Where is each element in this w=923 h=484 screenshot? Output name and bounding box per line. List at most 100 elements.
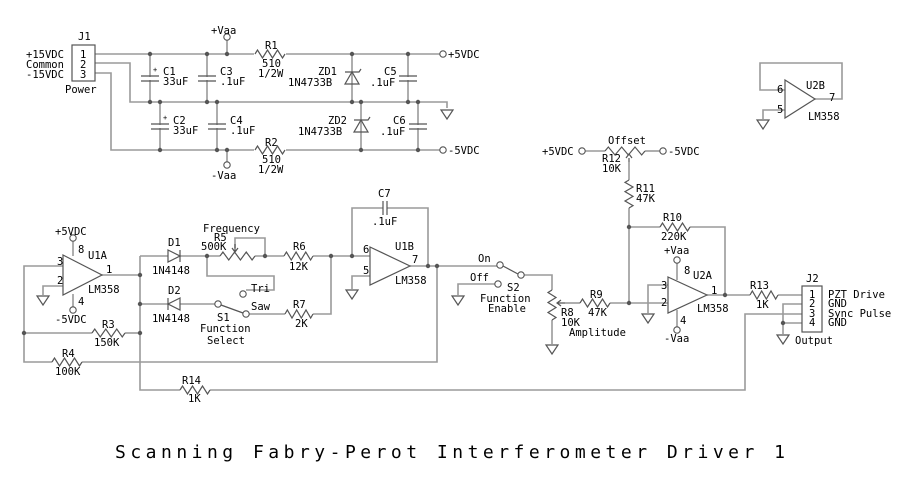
c2-ref: C2 — [173, 115, 186, 127]
resistor-r13 — [749, 289, 779, 301]
r12-right-label: -5VDC — [668, 146, 700, 158]
j2-name: Output — [795, 335, 833, 347]
wiper-arrow-icon — [625, 153, 633, 162]
j2-pin: 1 — [809, 289, 815, 301]
ground-icon — [775, 334, 791, 346]
ground-icon — [544, 344, 560, 356]
terminal — [69, 234, 77, 242]
opamp-u2a — [667, 276, 709, 314]
resistor-r2 — [254, 144, 286, 156]
zd2-part: 1N4733B — [298, 126, 342, 138]
terminal — [578, 147, 586, 155]
r5-name: Frequency — [203, 223, 260, 235]
resistor-r7 — [284, 308, 314, 320]
terminal — [242, 310, 250, 318]
j2-connector — [801, 285, 823, 333]
zd1-part: 1N4733B — [288, 77, 332, 89]
components: ++ — [21, 33, 823, 396]
j1-pin: 1 — [80, 49, 86, 61]
u1b-part: LM358 — [395, 275, 427, 287]
ground-icon — [450, 295, 466, 307]
r8-value: 10K — [561, 317, 581, 329]
junction-dot — [21, 330, 27, 336]
junction-dot — [204, 51, 210, 57]
capacitor-c2 — [151, 123, 169, 130]
r8-ref: R8 — [561, 307, 574, 319]
j1-connector — [71, 44, 96, 82]
switch-s2-blade — [502, 265, 519, 275]
cap-gap — [152, 125, 168, 128]
wire — [524, 274, 553, 290]
c2-value: 33uF — [173, 125, 198, 137]
r8-name: Amplitude — [569, 327, 626, 339]
d2-part: 1N4148 — [152, 313, 190, 325]
c3-ref: C3 — [220, 66, 233, 78]
terminal — [517, 271, 525, 279]
junction-dot — [405, 99, 411, 105]
r13-ref: R13 — [750, 280, 769, 292]
wire — [762, 109, 785, 119]
terminal — [214, 300, 222, 308]
r9-value: 47K — [588, 307, 608, 319]
terminal — [494, 280, 502, 288]
r2-ref: R2 — [265, 137, 278, 149]
r1-rating: 1/2W — [258, 68, 284, 80]
wire — [42, 285, 63, 295]
ground-icon — [755, 119, 771, 131]
j1-ref: J1 — [78, 31, 91, 43]
resistor-r11 — [623, 179, 635, 209]
junction-dot — [415, 99, 421, 105]
cap-gap — [400, 77, 416, 80]
r14-ref: R14 — [182, 375, 201, 387]
junction-dot — [722, 292, 728, 298]
capacitor-c7 — [382, 201, 388, 215]
r12-value: 10K — [602, 163, 622, 175]
u1b-pin: 7 — [412, 254, 418, 266]
u1a-vneg: -5VDC — [55, 314, 87, 326]
capacitor-c5 — [399, 75, 417, 82]
r7-value: 2K — [295, 318, 308, 330]
r12-name: Offset — [608, 135, 646, 147]
wire — [139, 256, 180, 391]
ground-icon — [439, 109, 455, 121]
r7-ref: R7 — [293, 299, 306, 311]
wire — [234, 237, 266, 256]
junction-dot — [224, 147, 230, 153]
junction-dot — [349, 51, 355, 57]
j1-pin: 3 — [80, 69, 86, 81]
u1a-ref: U1A — [88, 250, 108, 262]
c4-ref: C4 — [230, 115, 243, 127]
r4-ref: R4 — [62, 348, 75, 360]
junction-dot — [204, 253, 210, 259]
wire — [210, 313, 802, 391]
s2-off-label: Off — [470, 272, 489, 284]
u2a-pin: 3 — [661, 280, 667, 292]
r1-value: 510 — [262, 58, 281, 70]
u2a-vneg: -Vaa — [664, 333, 689, 345]
c5-ref: C5 — [384, 66, 397, 78]
capacitor-c4 — [208, 123, 226, 130]
j2-pin: 3 — [809, 308, 815, 320]
terminal — [673, 326, 681, 334]
pos-vaa-label: +Vaa — [211, 25, 236, 37]
junction-dot — [626, 224, 632, 230]
junction-dot — [214, 99, 220, 105]
cap-gap — [142, 77, 158, 80]
u2b-pin: 7 — [829, 92, 835, 104]
wire — [782, 303, 802, 334]
c7-ref: C7 — [378, 188, 391, 200]
s1-name: Select — [207, 335, 245, 347]
terminal — [673, 256, 681, 264]
junction-dot — [425, 263, 431, 269]
resistor-r1 — [254, 48, 286, 60]
j2-ref: J2 — [806, 273, 819, 285]
potentiometer-r8 — [546, 289, 558, 321]
opamp-u1a — [62, 254, 104, 296]
r10-value: 220K — [661, 231, 687, 243]
wire — [351, 275, 370, 289]
s2-ref: S2 — [507, 282, 520, 294]
ground-icon — [35, 295, 51, 307]
wire — [82, 266, 438, 363]
s1-tri-label: Tri — [251, 283, 270, 295]
